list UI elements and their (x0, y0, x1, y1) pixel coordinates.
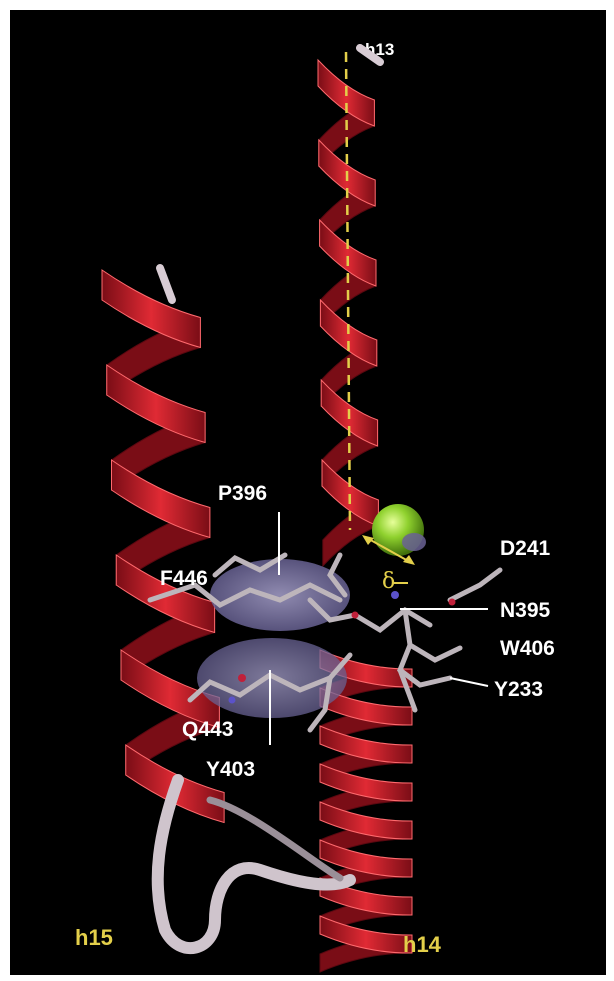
distance-label-delta: δ (382, 569, 395, 594)
residue-label-f446: F446 (160, 567, 208, 590)
residue-label-d241: D241 (500, 537, 551, 560)
helix-ribbon-segment (320, 764, 412, 801)
residue-label-n395: N395 (500, 599, 551, 622)
residue-label-w406: W406 (500, 637, 555, 660)
helix-label-h14: h14 (403, 932, 442, 957)
residue-label-y233: Y233 (494, 678, 543, 701)
helix-ribbon-segment (112, 460, 210, 538)
residue-label-p396: P396 (218, 482, 267, 505)
helix-terminus (160, 268, 172, 300)
helix-ribbon-segment (320, 916, 412, 953)
helix-label-h15: h15 (75, 925, 113, 950)
helix-ribbon-segment (320, 726, 412, 763)
structure-canvas: h13 h15 h14 P396 F446 D241 N395 W406 Y23… (10, 10, 606, 975)
residue-label-y403: Y403 (206, 758, 255, 781)
ion-shadow (402, 533, 426, 551)
helix-ribbon-segment (107, 365, 205, 443)
protein-structure-figure: h13 h15 h14 P396 F446 D241 N395 W406 Y23… (10, 10, 606, 975)
helix-ribbon-segment (102, 270, 200, 348)
residue-label-q443: Q443 (182, 718, 233, 741)
helix-ribbon-segment (320, 802, 412, 839)
